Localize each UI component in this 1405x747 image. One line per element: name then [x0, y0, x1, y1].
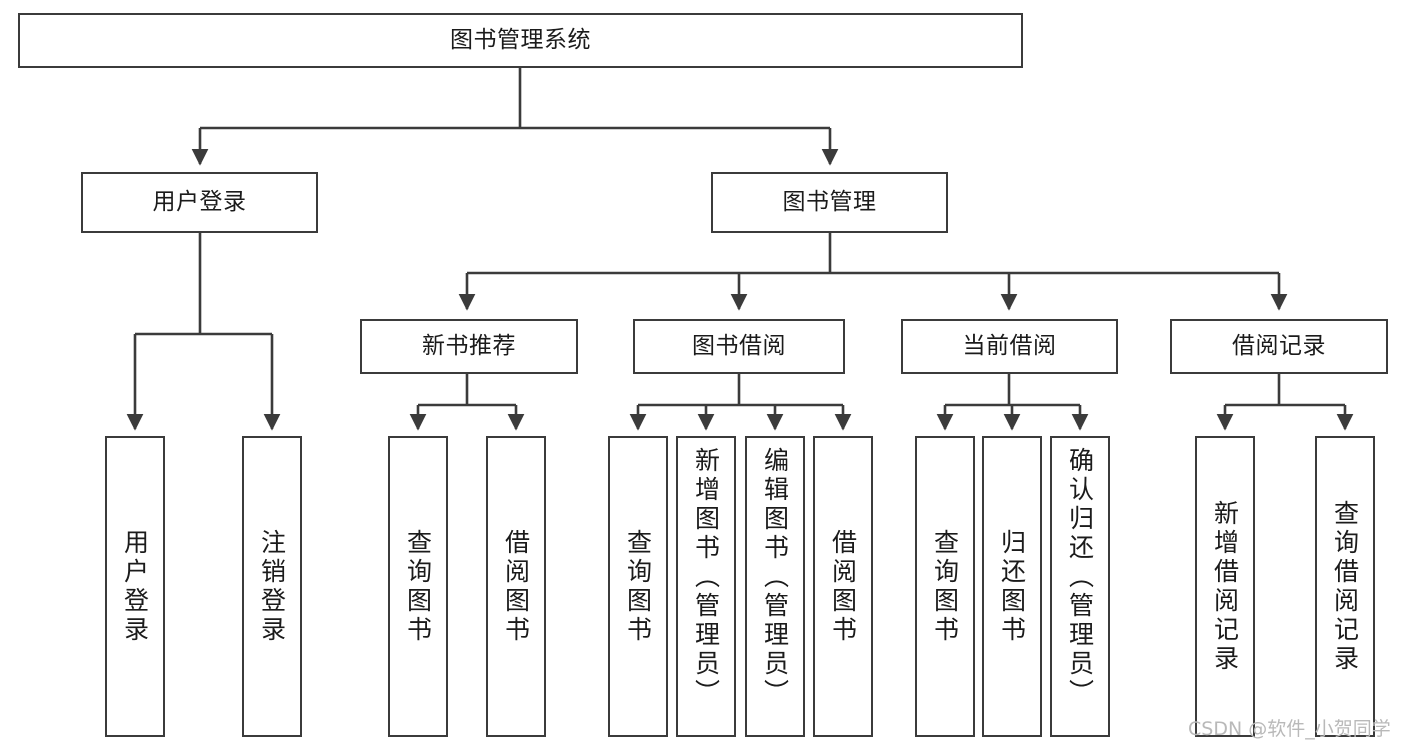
node-current-borrow[interactable]: 当前借阅 [901, 319, 1118, 374]
node-leaf-query-book-2-label: 查询图书 [623, 528, 653, 645]
node-leaf-confirm-return[interactable]: 确认归还（管理员） [1050, 436, 1110, 737]
node-user-login[interactable]: 用户登录 [81, 172, 318, 233]
node-user-login-label: 用户登录 [152, 188, 247, 215]
node-leaf-logout-label: 注销登录 [257, 528, 287, 645]
node-leaf-query-record[interactable]: 查询借阅记录 [1315, 436, 1375, 737]
node-leaf-add-book[interactable]: 新增图书（管理员） [676, 436, 736, 737]
node-leaf-user-login[interactable]: 用户登录 [105, 436, 165, 737]
node-leaf-add-record-label: 新增借阅记录 [1210, 499, 1240, 674]
node-leaf-borrow-book-1-label: 借阅图书 [501, 528, 531, 645]
node-leaf-logout[interactable]: 注销登录 [242, 436, 302, 737]
watermark: CSDN @软件_小贺同学 [1188, 718, 1391, 740]
node-leaf-query-book-1[interactable]: 查询图书 [388, 436, 448, 737]
node-leaf-add-record[interactable]: 新增借阅记录 [1195, 436, 1255, 737]
node-leaf-edit-book-label: 编辑图书（管理员） [760, 447, 790, 708]
node-leaf-query-record-label: 查询借阅记录 [1330, 499, 1360, 674]
node-leaf-confirm-return-label: 确认归还（管理员） [1065, 447, 1095, 708]
node-leaf-add-book-label: 新增图书（管理员） [691, 447, 721, 708]
node-book-manage[interactable]: 图书管理 [711, 172, 948, 233]
node-new-book-recommend-label: 新书推荐 [422, 332, 516, 359]
node-leaf-borrow-book-2-label: 借阅图书 [828, 528, 858, 645]
node-leaf-query-book-1-label: 查询图书 [403, 528, 433, 645]
node-root-label: 图书管理系统 [450, 26, 591, 53]
node-book-borrow-label: 图书借阅 [692, 332, 786, 359]
node-borrow-record-label: 借阅记录 [1232, 332, 1326, 359]
node-borrow-record[interactable]: 借阅记录 [1170, 319, 1388, 374]
node-leaf-return-book[interactable]: 归还图书 [982, 436, 1042, 737]
node-root[interactable]: 图书管理系统 [18, 13, 1023, 68]
node-leaf-edit-book[interactable]: 编辑图书（管理员） [745, 436, 805, 737]
node-leaf-query-book-2[interactable]: 查询图书 [608, 436, 668, 737]
node-book-manage-label: 图书管理 [782, 188, 877, 215]
node-current-borrow-label: 当前借阅 [962, 332, 1057, 359]
node-book-borrow[interactable]: 图书借阅 [633, 319, 845, 374]
node-new-book-recommend[interactable]: 新书推荐 [360, 319, 578, 374]
node-leaf-borrow-book-1[interactable]: 借阅图书 [486, 436, 546, 737]
node-leaf-borrow-book-2[interactable]: 借阅图书 [813, 436, 873, 737]
node-leaf-return-book-label: 归还图书 [997, 528, 1027, 645]
node-leaf-user-login-label: 用户登录 [120, 528, 150, 645]
node-leaf-query-book-3[interactable]: 查询图书 [915, 436, 975, 737]
node-leaf-query-book-3-label: 查询图书 [930, 528, 960, 645]
